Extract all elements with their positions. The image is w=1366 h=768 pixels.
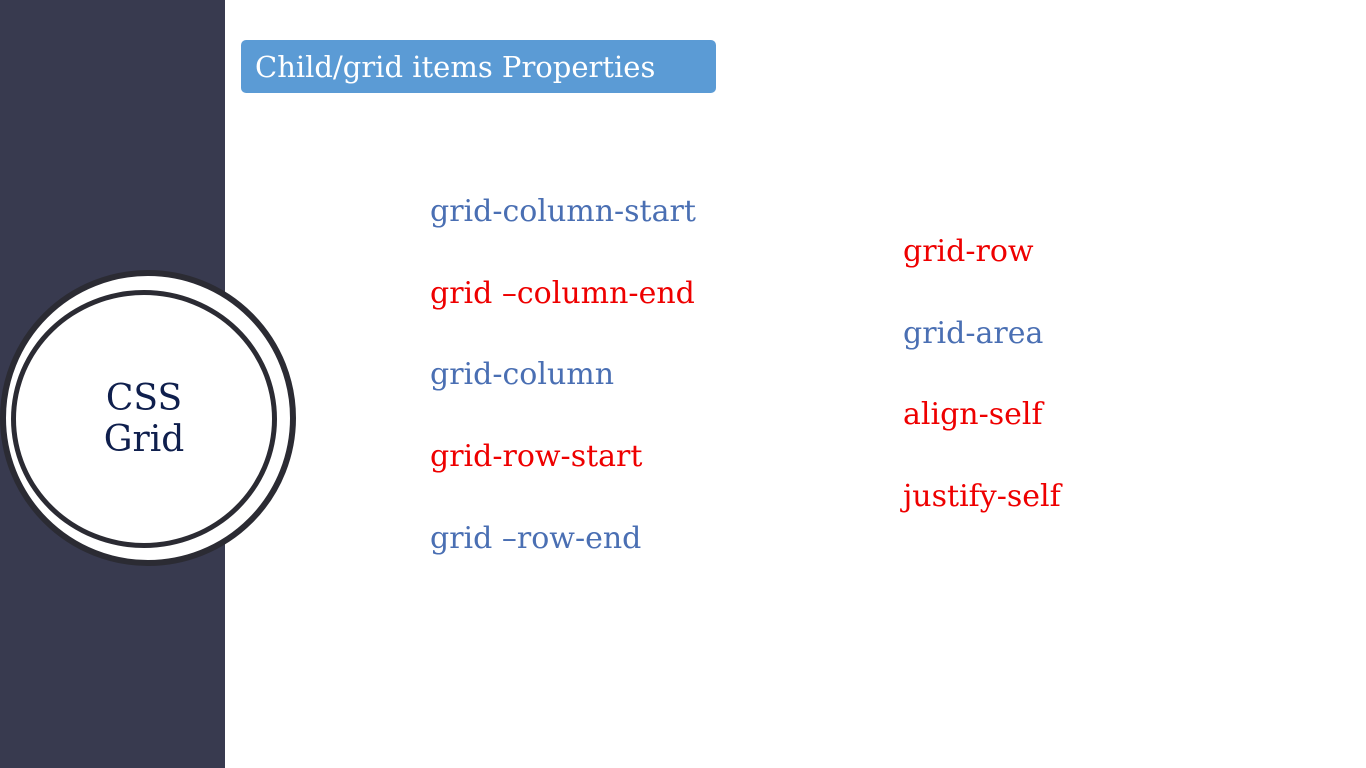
circle-label-line2: Grid [103,419,185,460]
property-grid-area: grid-area [903,316,1044,351]
slide-title: Child/grid items Properties [255,49,656,84]
property-grid-column: grid-column [430,357,615,392]
property-grid-row: grid-row [903,234,1034,269]
property-justify-self: justify-self [903,479,1061,514]
circle-label-line1: CSS [105,378,183,419]
property-grid-column-start: grid-column-start [430,194,696,229]
property-grid-row-start: grid-row-start [430,439,643,474]
circle-label: CSS Grid [104,378,185,460]
title-box: Child/grid items Properties [241,40,716,93]
property-align-self: align-self [903,397,1043,432]
property-grid-row-end: grid –row-end [430,521,642,556]
circle-badge: CSS Grid [11,290,277,548]
property-grid-column-end: grid –column-end [430,276,695,311]
